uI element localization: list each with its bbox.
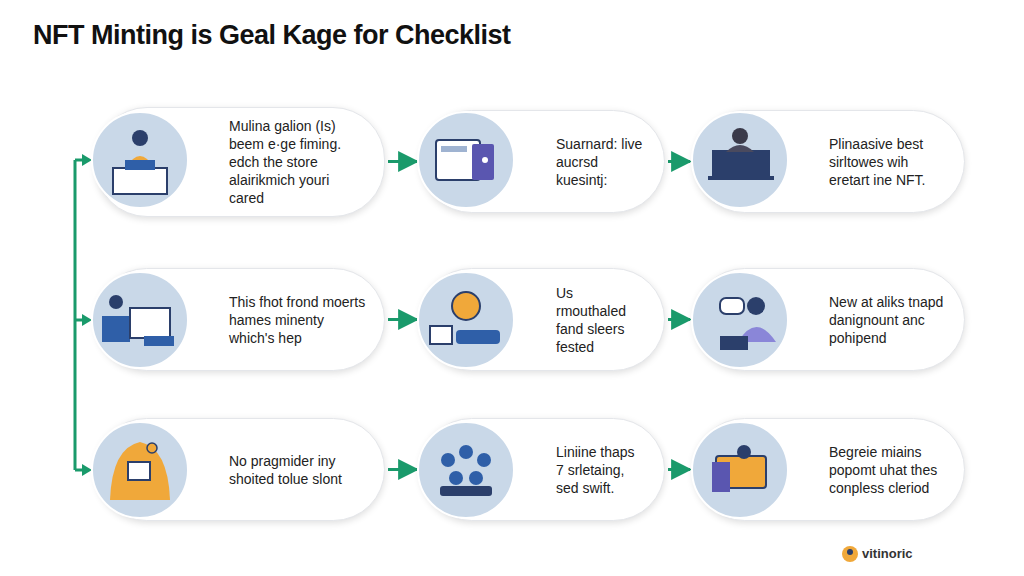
step-box: Plinaasive best sirltowes wih eretart in… — [693, 110, 965, 213]
step-box: New at aliks tnapd danignount anc pohipe… — [693, 268, 965, 371]
flow-arrow — [668, 468, 690, 471]
flow-arrow — [668, 160, 690, 163]
step-text: Us rmouthaled fand sleers fested — [556, 284, 646, 356]
step-box: Us rmouthaled fand sleers fested — [420, 268, 665, 371]
step-text: This fhot frond moerts hames minenty whi… — [229, 293, 366, 347]
watermark: vitinoric — [862, 546, 913, 561]
step-text: New at aliks tnapd danignount anc pohipe… — [829, 293, 946, 347]
step-box: No pragmider iny shoited tolue slont — [95, 418, 385, 521]
step-text: Mulina galion (Is) beem e·ge fiming. edc… — [229, 117, 366, 207]
step-text: Begreie miains popomt uhat thes conpless… — [829, 443, 946, 497]
step-box: Liniine thaps 7 srletaing, sed swift. — [420, 418, 665, 521]
step-text: Plinaasive best sirltowes wih eretart in… — [829, 135, 946, 189]
step-text: Suarnard: live aucrsd kuesintj: — [556, 135, 646, 189]
step-box: Suarnard: live aucrsd kuesintj: — [420, 110, 665, 213]
step-box: This fhot frond moerts hames minenty whi… — [95, 268, 385, 371]
step-text: No pragmider iny shoited tolue slont — [229, 452, 366, 488]
step-text: Liniine thaps 7 srletaing, sed swift. — [556, 443, 646, 497]
flow-arrow — [388, 160, 417, 163]
flow-arrow — [388, 468, 417, 471]
title: NFT Minting is Geal Kage for Checklist — [33, 20, 511, 51]
flow-arrow — [668, 318, 690, 321]
step-box: Begreie miains popomt uhat thes conpless… — [693, 418, 965, 521]
step-box: Mulina galion (Is) beem e·ge fiming. edc… — [95, 107, 385, 217]
flow-arrow — [388, 318, 417, 321]
